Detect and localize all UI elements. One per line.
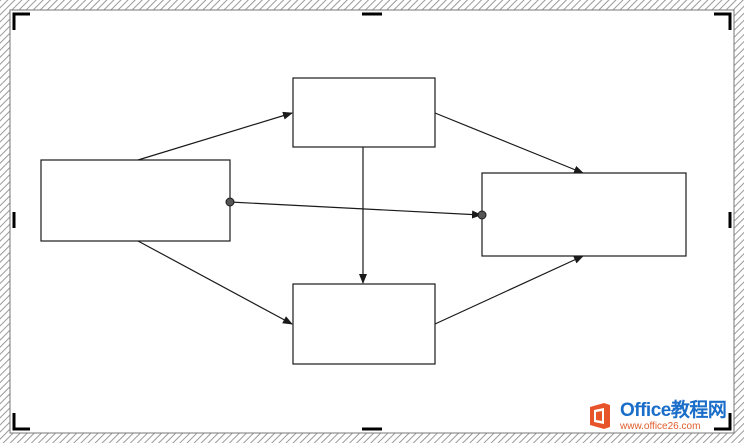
corner-handles[interactable]: [12, 12, 732, 431]
arrow-left-to-top[interactable]: [137, 111, 293, 161]
watermark-title: Office教程网: [620, 399, 727, 421]
arrow-left-to-bottom[interactable]: [137, 240, 293, 325]
bottom-box[interactable]: [292, 283, 436, 365]
corner-handle-top-left: [12, 12, 30, 30]
arrow-bottom-to-right[interactable]: [434, 255, 584, 325]
right-box[interactable]: [481, 172, 687, 257]
corner-handle-top-right: [714, 12, 732, 30]
corner-handle-bottom-left: [12, 413, 30, 431]
arrow-left-to-right[interactable]: [229, 201, 482, 219]
connector-point-right[interactable]: [477, 210, 487, 220]
top-box[interactable]: [292, 77, 436, 148]
left-box[interactable]: [40, 159, 231, 242]
watermark-url: www.office26.com: [620, 420, 701, 432]
arrow-top-to-right[interactable]: [434, 112, 584, 174]
side-handles[interactable]: [12, 12, 732, 431]
office-logo-icon: [584, 401, 614, 431]
watermark: Office教程网 www.office26.com: [584, 395, 740, 437]
connector-point-left[interactable]: [225, 197, 235, 207]
corner-handle-bottom-right: [714, 413, 732, 431]
